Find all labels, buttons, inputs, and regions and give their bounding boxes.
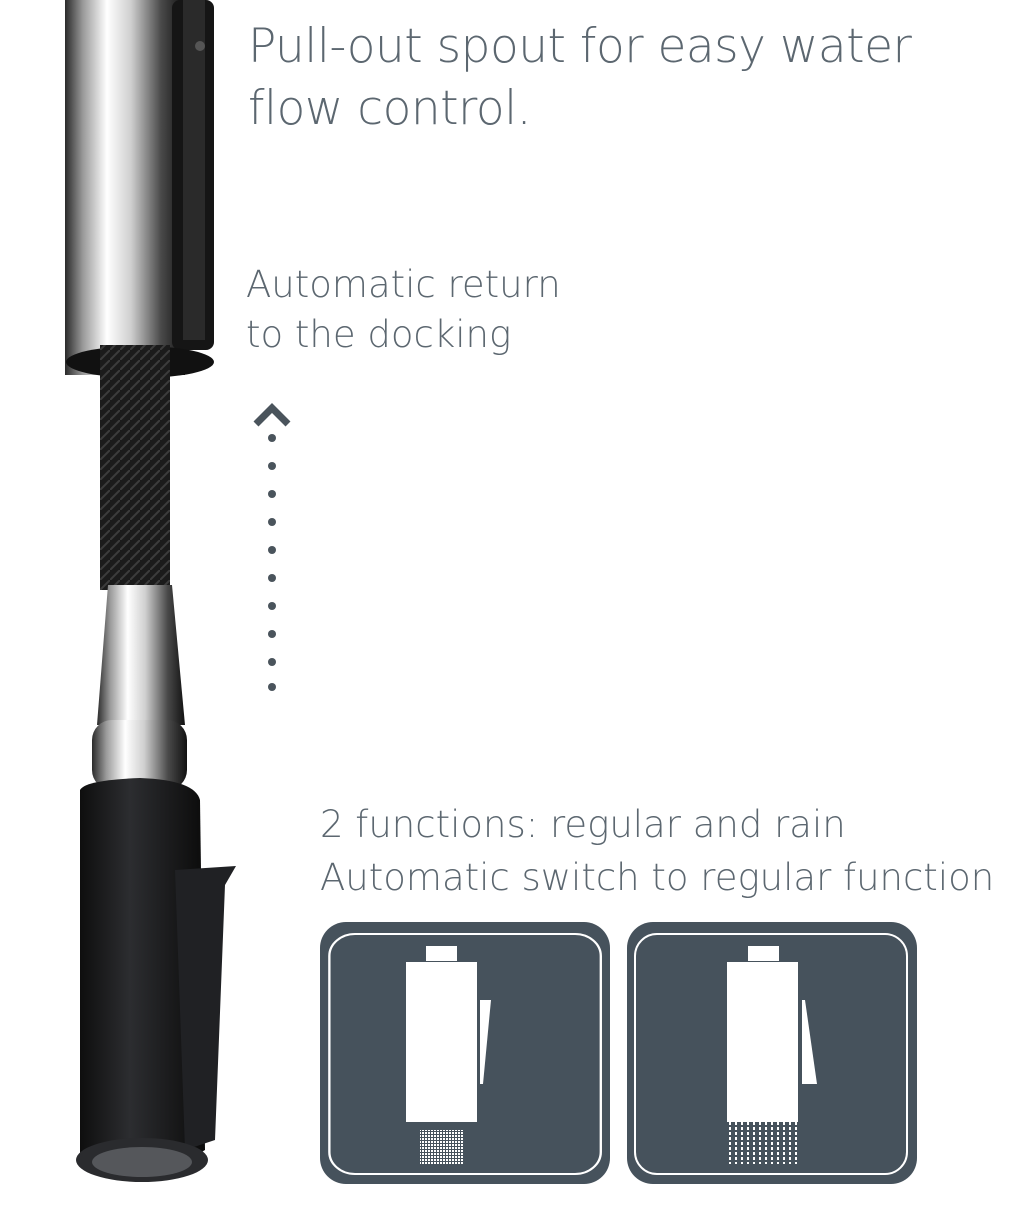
spout-body bbox=[65, 0, 185, 375]
chevron-up-icon bbox=[253, 403, 291, 427]
return-note: Automatic return to the docking bbox=[246, 260, 561, 360]
spray-head bbox=[80, 778, 205, 1173]
functions-note-line-2: Automatic switch to regular function bbox=[320, 856, 995, 899]
heading-line-2: flow control. bbox=[248, 81, 532, 136]
regular-spray-icon bbox=[320, 922, 610, 1184]
braided-hose bbox=[100, 345, 170, 590]
heading-line-1: Pull-out spout for easy water bbox=[248, 19, 912, 74]
return-note-line-2: to the docking bbox=[246, 313, 512, 356]
return-note-line-1: Automatic return bbox=[246, 263, 561, 306]
faucet-pull-out-spout-image bbox=[65, 0, 236, 1182]
heading: Pull-out spout for easy water flow contr… bbox=[248, 16, 912, 140]
functions-note-line-1: 2 functions: regular and rain bbox=[320, 803, 846, 846]
rain-spray-icon bbox=[627, 922, 917, 1184]
functions-note: 2 functions: regular and rain Automatic … bbox=[320, 798, 994, 904]
